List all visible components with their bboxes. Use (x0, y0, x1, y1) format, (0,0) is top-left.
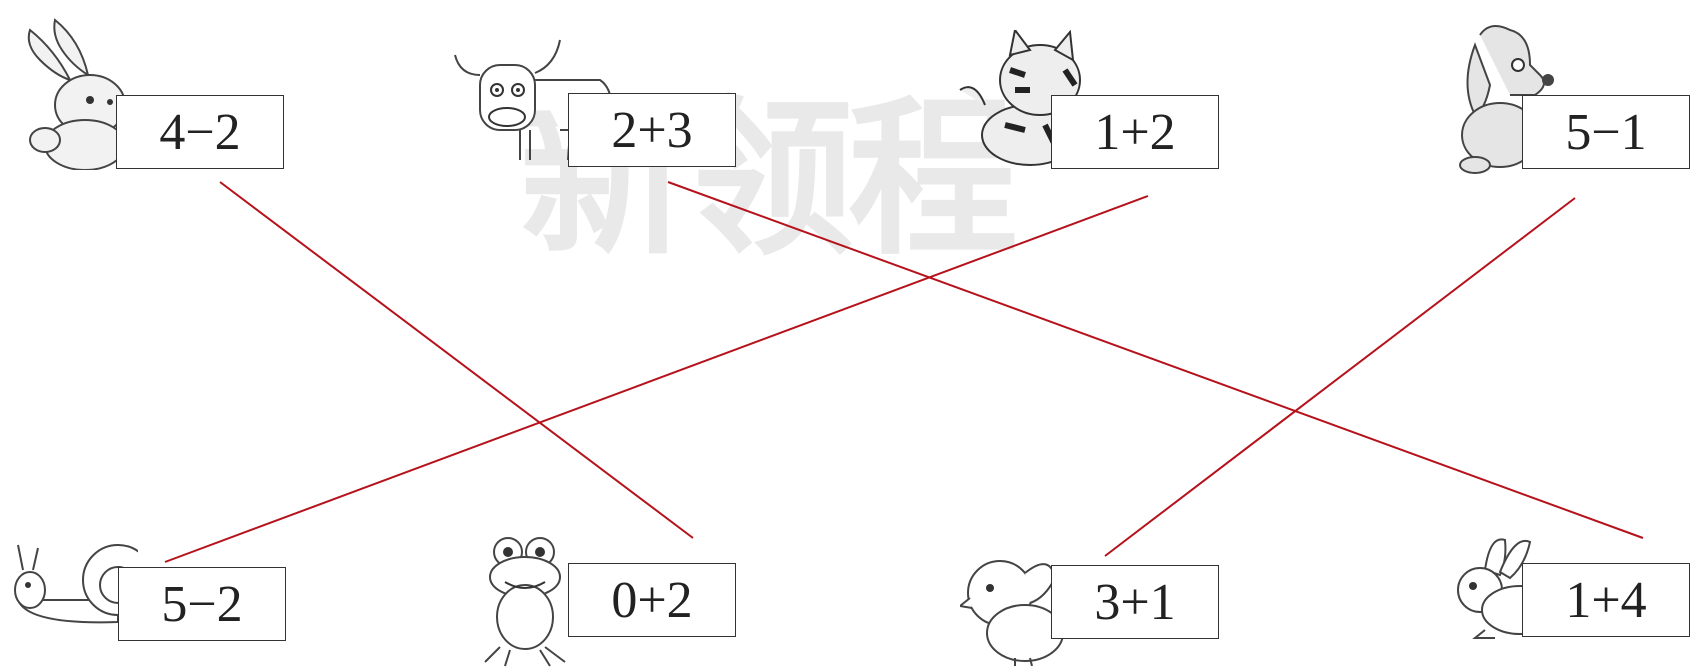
frog-icon (480, 532, 590, 667)
connection-line-5-1-to-3+1 (1104, 197, 1576, 557)
dog-icon (1440, 15, 1570, 175)
connection-line-4-2-to-0+2 (219, 181, 694, 539)
expression-card-2+3[interactable]: 2+3 (568, 93, 736, 167)
bird-icon (960, 548, 1070, 666)
connection-line-2+3-to-1+4 (667, 181, 1644, 539)
connection-line-1+2-to-5-2 (164, 195, 1149, 563)
expression-card-1+2[interactable]: 1+2 (1051, 95, 1219, 169)
rabbit-icon (10, 10, 140, 170)
expression-card-5-2[interactable]: 5−2 (118, 567, 286, 641)
expression-card-4-2[interactable]: 4−2 (116, 95, 284, 169)
expression-card-1+4[interactable]: 1+4 (1522, 563, 1690, 637)
expression-card-5-1[interactable]: 5−1 (1522, 95, 1690, 169)
expression-card-0+2[interactable]: 0+2 (568, 563, 736, 637)
expression-card-3+1[interactable]: 3+1 (1051, 565, 1219, 639)
